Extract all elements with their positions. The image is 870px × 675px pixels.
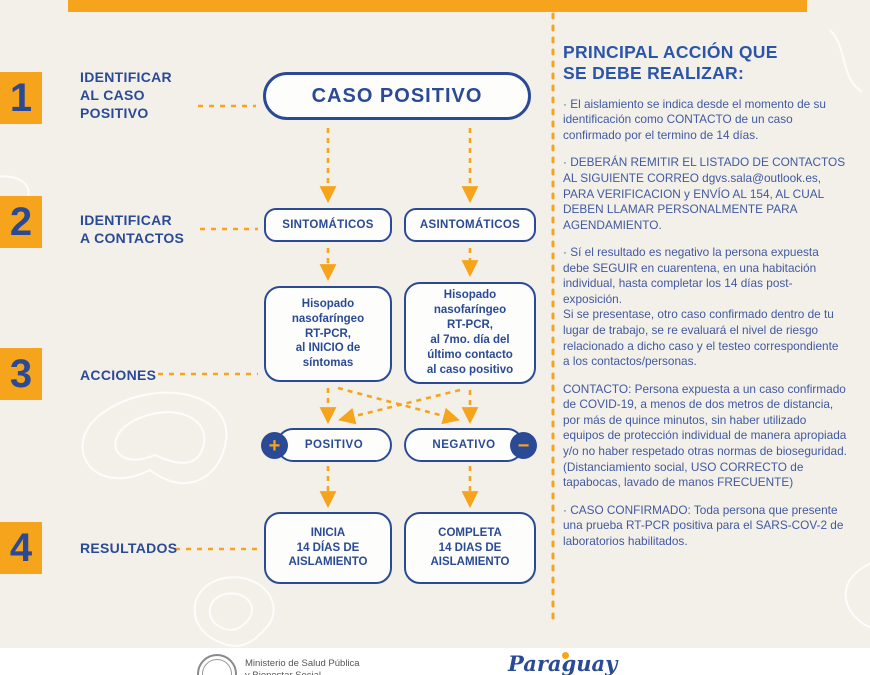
- ministry-logo-line2: y Bienestar Social: [245, 670, 360, 675]
- step-number-1: 1: [0, 72, 42, 124]
- node-completa-aislamiento: COMPLETA 14 DIAS DE AISLAMIENTO: [404, 512, 536, 584]
- minus-sign-icon: −: [510, 432, 537, 459]
- node-hisopado-asintomatico: Hisopado nasofaríngeo RT-PCR, al 7mo. dí…: [404, 282, 536, 384]
- step-number-4: 4: [0, 522, 42, 574]
- node-negativo: NEGATIVO: [404, 428, 524, 462]
- ministry-logo-line1: Ministerio de Salud Pública: [245, 658, 360, 669]
- step-label-resultados: RESULTADOS: [80, 540, 178, 556]
- step-label-acciones: ACCIONES: [80, 367, 157, 383]
- country-brand-dot-icon: [562, 652, 569, 659]
- node-positivo: POSITIVO: [276, 428, 392, 462]
- node-caso-positivo: CASO POSITIVO: [263, 72, 531, 120]
- node-inicia-aislamiento: INICIA 14 DÍAS DE AISLAMIENTO: [264, 512, 392, 584]
- footer-band: [0, 648, 870, 675]
- paragraph-definicion-contacto: CONTACTO: Persona expuesta a un caso con…: [563, 381, 847, 490]
- right-panel: PRINCIPAL ACCIÓN QUE SE DEBE REALIZAR: ·…: [563, 42, 848, 549]
- paragraph-aislamiento: · El aislamiento se indica desde el mome…: [563, 96, 826, 142]
- top-orange-bar: [68, 0, 807, 12]
- node-hisopado-sintomatico: Hisopado nasofaríngeo RT-PCR, al INICIO …: [264, 286, 392, 382]
- paragraph-resultado-negativo: · Sí el resultado es negativo la persona…: [563, 245, 839, 369]
- plus-sign-icon: +: [261, 432, 288, 459]
- right-panel-title: PRINCIPAL ACCIÓN QUE SE DEBE REALIZAR:: [563, 42, 778, 84]
- ministry-seal-inner-ring: [202, 659, 232, 675]
- node-sintomaticos: SINTOMÁTICOS: [264, 208, 392, 242]
- node-asintomaticos: ASINTOMÁTICOS: [404, 208, 536, 242]
- step-label-identificar-caso: IDENTIFICAR AL CASO POSITIVO: [80, 69, 172, 121]
- ministry-logo-text: Ministerio de Salud Pública y Bienestar …: [245, 658, 360, 675]
- step-label-identificar-contactos: IDENTIFICAR A CONTACTOS: [80, 212, 185, 246]
- step-number-3: 3: [0, 348, 42, 400]
- step-number-2: 2: [0, 196, 42, 248]
- paragraph-caso-confirmado: · CASO CONFIRMADO: Toda persona que pres…: [563, 502, 844, 548]
- paragraph-listado-contactos: · DEBERÁN REMITIR EL LISTADO DE CONTACTO…: [563, 155, 846, 232]
